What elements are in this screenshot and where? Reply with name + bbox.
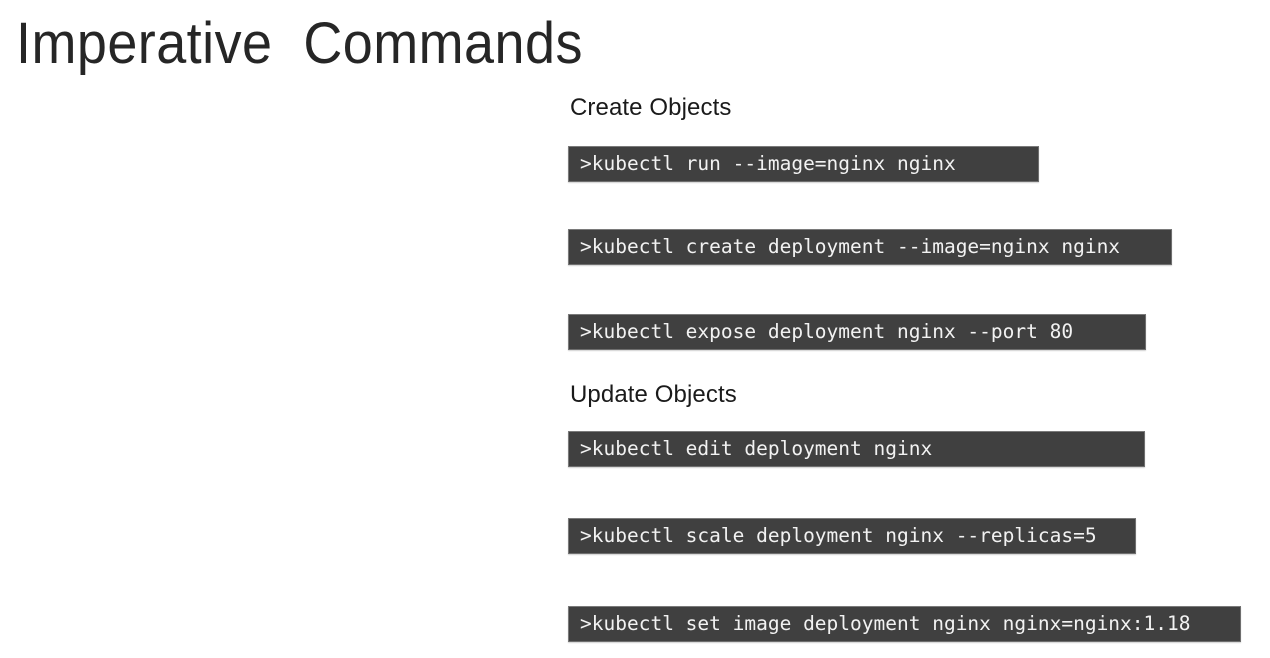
content-column: Create Objects > kubectl run --image=ngi…	[568, 0, 1268, 658]
section-heading-update-objects: Update Objects	[570, 381, 737, 408]
prompt-icon: >	[580, 235, 592, 258]
command-text: kubectl edit deployment nginx	[591, 437, 933, 460]
page-title: Imperative Commands	[16, 11, 583, 76]
command-box-kubectl-run[interactable]: > kubectl run --image=nginx nginx	[568, 146, 1039, 182]
command-box-kubectl-expose-deployment[interactable]: > kubectl expose deployment nginx --port…	[568, 314, 1146, 350]
command-text: kubectl create deployment --image=nginx …	[591, 235, 1121, 258]
prompt-icon: >	[580, 612, 592, 635]
command-text: kubectl set image deployment nginx nginx…	[591, 612, 1191, 635]
command-text: kubectl run --image=nginx nginx	[591, 152, 956, 175]
command-box-kubectl-edit-deployment[interactable]: > kubectl edit deployment nginx	[568, 431, 1145, 467]
command-box-kubectl-set-image[interactable]: > kubectl set image deployment nginx ngi…	[568, 606, 1241, 642]
prompt-icon: >	[580, 152, 592, 175]
prompt-icon: >	[580, 437, 592, 460]
command-box-kubectl-create-deployment[interactable]: > kubectl create deployment --image=ngin…	[568, 229, 1172, 265]
command-box-kubectl-scale-deployment[interactable]: > kubectl scale deployment nginx --repli…	[568, 518, 1136, 554]
command-text: kubectl expose deployment nginx --port 8…	[591, 320, 1074, 343]
section-heading-create-objects: Create Objects	[570, 94, 732, 121]
prompt-icon: >	[580, 524, 592, 547]
prompt-icon: >	[580, 320, 592, 343]
command-text: kubectl scale deployment nginx --replica…	[591, 524, 1097, 547]
